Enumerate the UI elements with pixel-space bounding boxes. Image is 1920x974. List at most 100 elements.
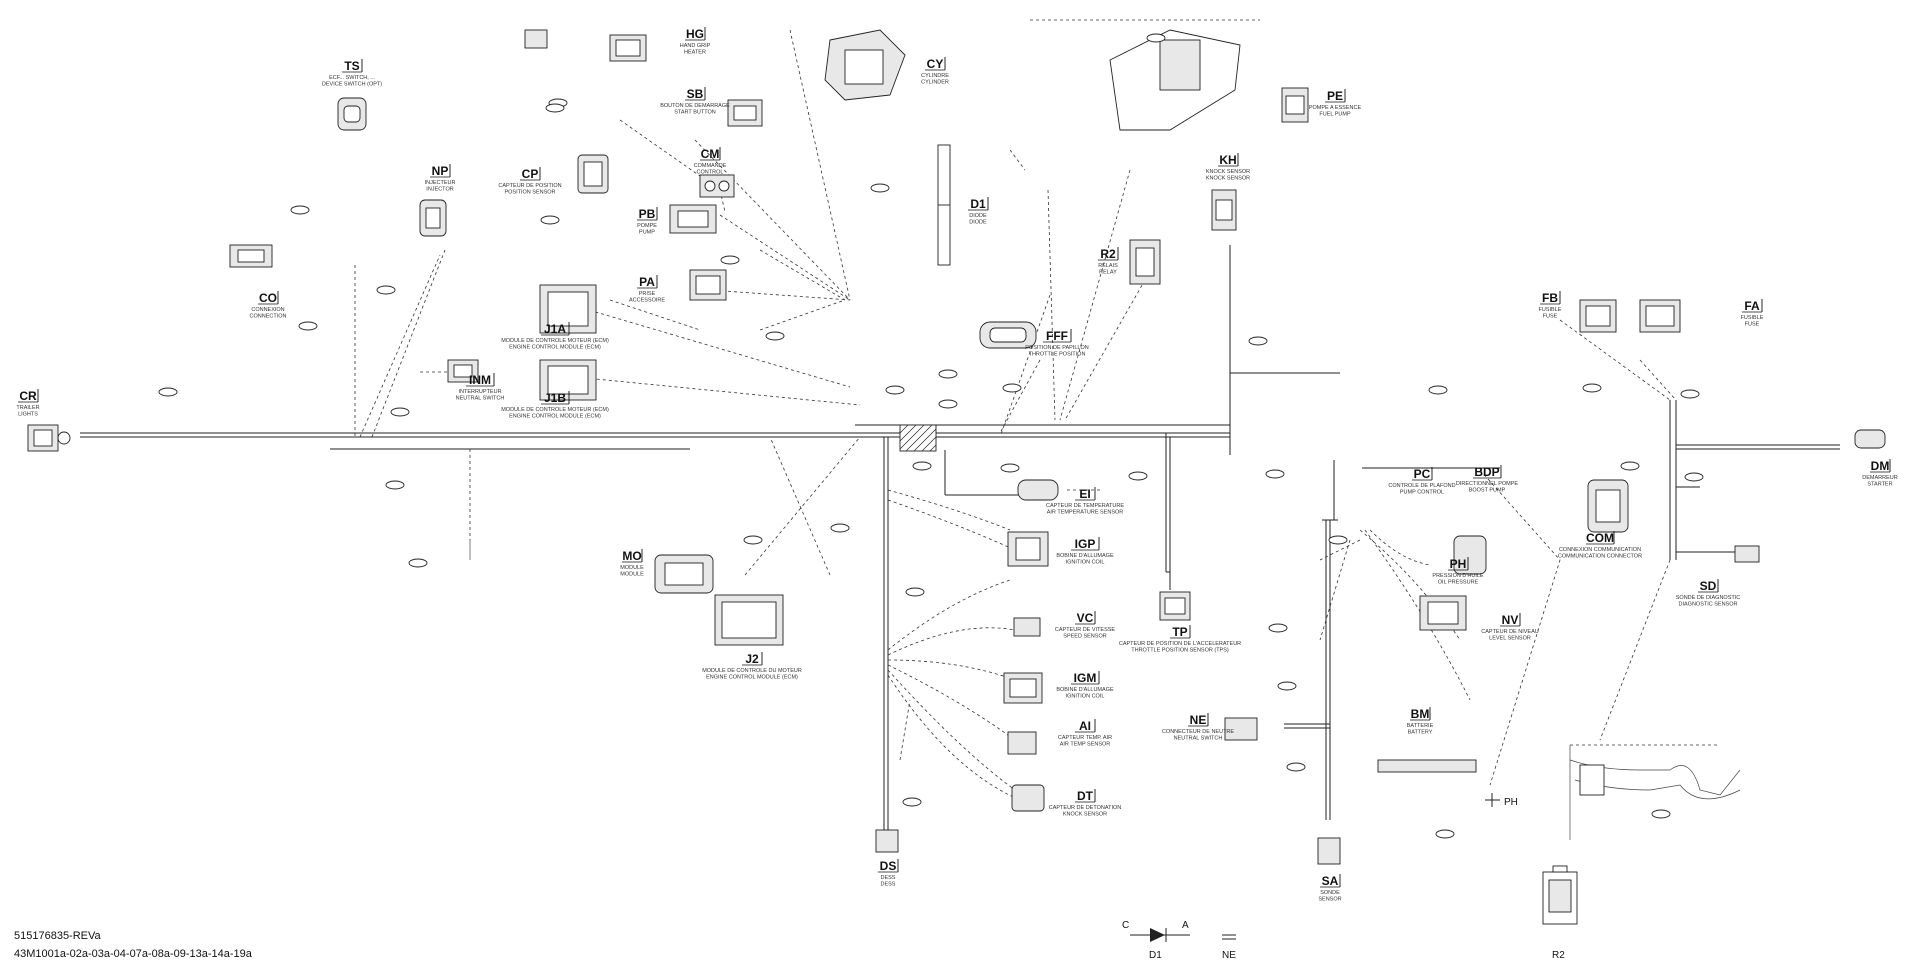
legend-diode-label: D1 — [1149, 950, 1162, 961]
connector-code: INM — [469, 373, 491, 387]
connector-code: KH — [1219, 153, 1236, 167]
branch-lines — [354, 19, 1260, 576]
legend-r2-label: R2 — [1552, 950, 1565, 961]
connector-code: FA — [1744, 299, 1760, 313]
harness-trunks — [80, 245, 1840, 830]
connector-code: PE — [1327, 89, 1343, 103]
connector-code: FFF — [1046, 329, 1068, 343]
fanout-lower — [887, 489, 1040, 801]
connector-j1b: J1B MODULE DE CONTROLE MOTEUR (ECM)ENGINE… — [501, 391, 609, 420]
connector-code: TS — [344, 59, 359, 73]
connector-code: PC — [1414, 467, 1431, 481]
part-number: 515176835-REVa — [14, 930, 102, 942]
connector-code: EI — [1079, 487, 1090, 501]
connector-code: PH — [1450, 557, 1467, 571]
connector-description: MODULE DE CONTROLE MOTEUR (ECM)ENGINE CO… — [501, 338, 609, 351]
connector-code: BDP — [1474, 465, 1499, 479]
connector-code: DS — [880, 859, 897, 873]
connector-description: MODULE DE CONTROLE MOTEUR (ECM)ENGINE CO… — [501, 407, 609, 420]
connector-code: CM — [701, 147, 720, 161]
connector-code: AI — [1079, 719, 1091, 733]
connector-code: R2 — [1100, 247, 1116, 261]
model-codes: 43M1001a-02a-03a-04-07a-08a-09-13a-14a-1… — [14, 948, 253, 960]
legend: C A D1 NE R2 PH — [1122, 797, 1565, 961]
connector-code: IGP — [1075, 537, 1096, 551]
connector-code: SB — [687, 87, 704, 101]
connector-code: COM — [1586, 531, 1614, 545]
connector-code: J2 — [745, 652, 759, 666]
connector-code: CR — [19, 389, 37, 403]
connector-code: VC — [1077, 611, 1094, 625]
connector-code: BM — [1411, 707, 1430, 721]
connector-code: CY — [927, 57, 944, 71]
connector-code: HG — [686, 27, 704, 41]
connector-code: CO — [259, 291, 277, 305]
connector-code: J1B — [544, 391, 566, 405]
connector-code: J1A — [544, 322, 566, 336]
connector-code: NE — [1190, 713, 1207, 727]
connector-code: PA — [639, 275, 655, 289]
connector-code: IGM — [1074, 671, 1097, 685]
connector-code: DT — [1077, 789, 1094, 803]
